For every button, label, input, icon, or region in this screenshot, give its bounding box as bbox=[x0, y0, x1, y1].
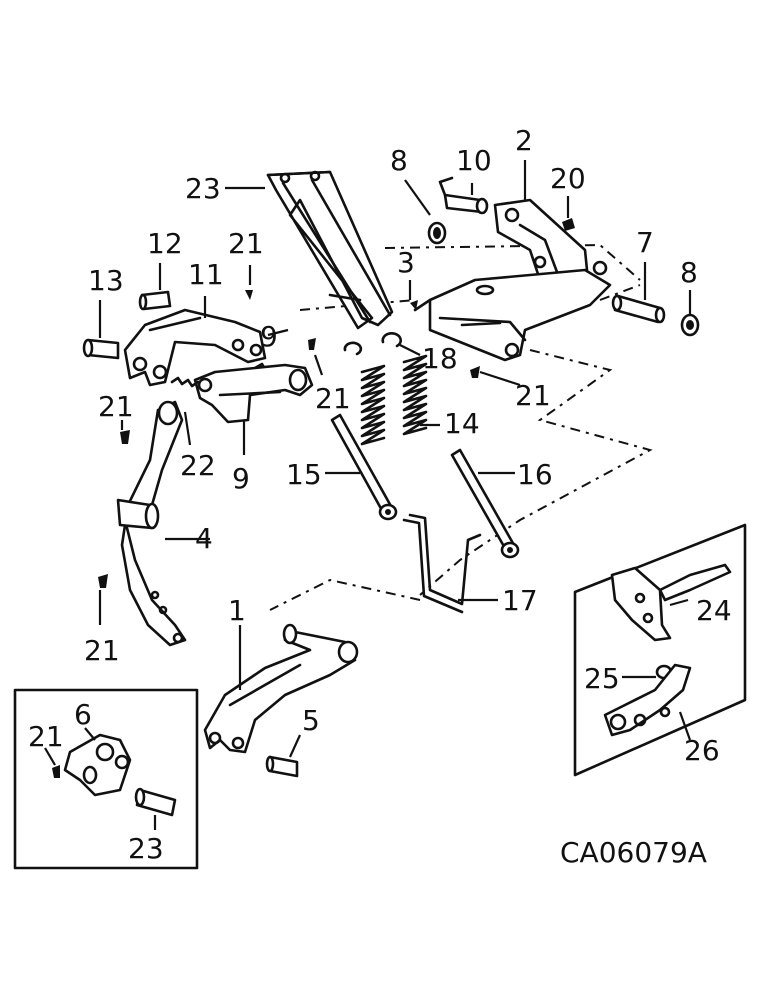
part-21-fittings bbox=[98, 290, 480, 588]
part-16-rod-right bbox=[450, 448, 520, 559]
callout-16-right: 16 bbox=[517, 458, 553, 491]
callout-labels: 23 8 10 2 20 7 8 3 12 21 11 13 9 21 18 2… bbox=[28, 124, 732, 865]
part-7-pin bbox=[611, 294, 666, 324]
part-12-lever bbox=[123, 308, 267, 387]
callout-22: 22 bbox=[180, 449, 216, 482]
callout-17: 17 bbox=[502, 584, 538, 617]
part-8-washer-right bbox=[680, 313, 700, 337]
callout-13: 12 bbox=[147, 227, 183, 260]
part-8-washer-left bbox=[427, 221, 447, 245]
part-4-lever bbox=[116, 400, 187, 647]
callout-23: 23 bbox=[128, 832, 164, 865]
part-11-pin bbox=[438, 176, 489, 215]
callout-1: 1 bbox=[228, 594, 246, 627]
part-13-bushing bbox=[138, 290, 172, 311]
callout-10: 9 bbox=[260, 320, 278, 353]
part-18-clips bbox=[343, 332, 402, 356]
inset-box-left bbox=[13, 688, 199, 870]
callout-14: 13 bbox=[88, 264, 124, 297]
callout-21-right: 21 bbox=[515, 379, 551, 412]
part-22-spring-pin bbox=[170, 376, 200, 388]
callout-19: 23 bbox=[185, 172, 221, 205]
part-15-spring-right bbox=[402, 354, 428, 436]
part-17-bent-rod bbox=[402, 513, 482, 614]
callout-20: 20 bbox=[550, 162, 586, 195]
callout-9: 9 bbox=[232, 462, 250, 495]
callout-16-left: 15 bbox=[286, 458, 322, 491]
inset-box-right bbox=[573, 523, 747, 777]
callout-3: 3 bbox=[397, 246, 415, 279]
part-5-bushing bbox=[265, 755, 299, 778]
callout-5: 5 bbox=[302, 704, 320, 737]
callout-18: 18 bbox=[422, 342, 458, 375]
part-3-plate bbox=[413, 260, 612, 362]
callout-25: 25 bbox=[584, 662, 620, 695]
drawing-code: CA06079A bbox=[560, 836, 707, 869]
callout-24: 24 bbox=[696, 594, 732, 627]
part-1-arm bbox=[203, 623, 359, 754]
callout-2: 2 bbox=[515, 124, 533, 157]
callout-21-left: 21 bbox=[98, 390, 134, 423]
callout-21-lower-left: 21 bbox=[84, 634, 120, 667]
callout-21-top: 21 bbox=[228, 227, 264, 260]
leader-lines bbox=[44, 160, 692, 830]
callout-21-mid: 21 bbox=[315, 382, 351, 415]
callout-21-inset: 21 bbox=[28, 720, 64, 753]
callout-26: 26 bbox=[684, 734, 720, 767]
part-9-lever bbox=[193, 363, 314, 424]
part-16-rod-left bbox=[330, 413, 398, 521]
callout-12: 11 bbox=[188, 258, 224, 291]
callout-15: 14 bbox=[444, 407, 480, 440]
callout-11: 10 bbox=[456, 144, 492, 177]
part-19-link bbox=[266, 170, 394, 330]
callout-8-right: 8 bbox=[680, 256, 698, 289]
callout-7: 7 bbox=[636, 226, 654, 259]
part-20-fitting bbox=[562, 218, 575, 231]
part-15-spring-left bbox=[360, 364, 386, 446]
callout-8-left: 8 bbox=[390, 144, 408, 177]
callout-4: 4 bbox=[195, 522, 213, 555]
callout-6: 6 bbox=[74, 698, 92, 731]
part-14-pin bbox=[82, 338, 120, 360]
